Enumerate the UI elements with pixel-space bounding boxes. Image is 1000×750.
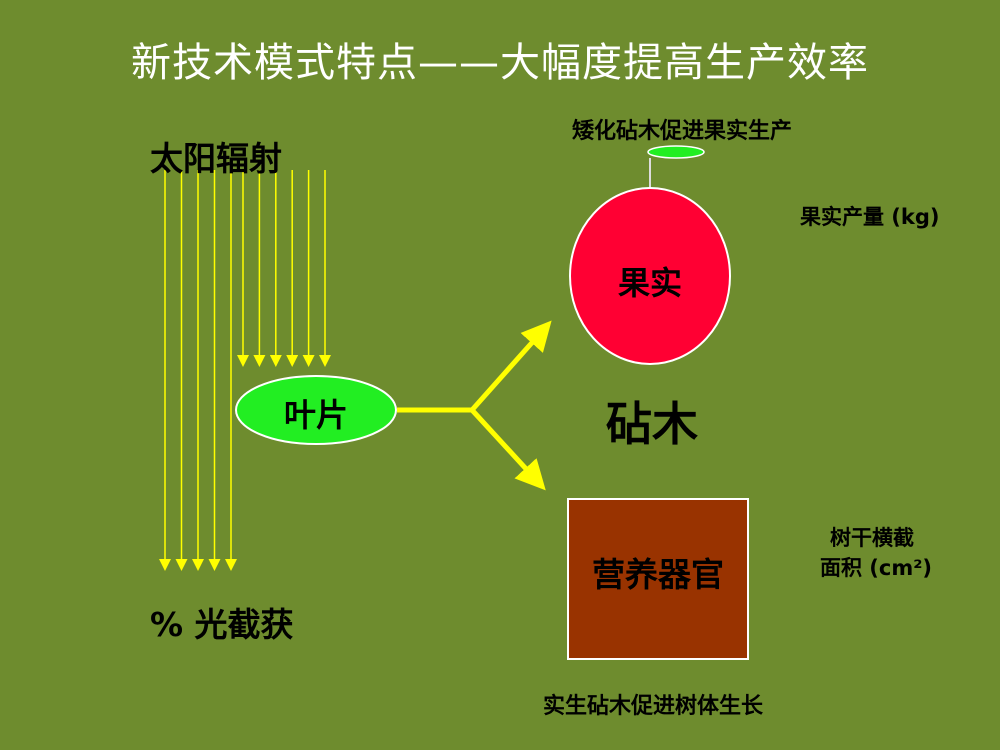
- slide-title: 新技术模式特点——大幅度提高生产效率: [131, 40, 869, 86]
- arrow-to-organ: [470, 408, 546, 491]
- solar-radiation-label: 太阳辐射: [150, 139, 282, 178]
- leaf-label: 叶片: [283, 396, 348, 434]
- fruit-label: 果实: [617, 264, 682, 302]
- trunk-area-label-line1: 树干横截: [830, 526, 914, 550]
- dwarf-rootstock-note: 矮化砧木促进果实生产: [572, 119, 793, 144]
- short-light-rays: [237, 170, 331, 367]
- trunk-area-label-line2: 面积 (cm²): [820, 556, 933, 580]
- fruit-yield-label: 果实产量 (kg): [800, 205, 940, 229]
- fruit-shape: [569, 187, 731, 365]
- vegetative-organ-label: 营养器官: [592, 555, 724, 594]
- arrow-to-fruit: [470, 320, 552, 412]
- fruit-top-leaf: [647, 145, 705, 159]
- leaf-shape: [235, 375, 397, 445]
- rootstock-label: 砧木: [606, 397, 698, 451]
- long-light-rays: [159, 170, 237, 571]
- vegetative-organ-box: [567, 498, 749, 660]
- seedling-rootstock-note: 实生砧木促进树体生长: [543, 694, 764, 719]
- light-capture-label: % 光截获: [150, 605, 294, 644]
